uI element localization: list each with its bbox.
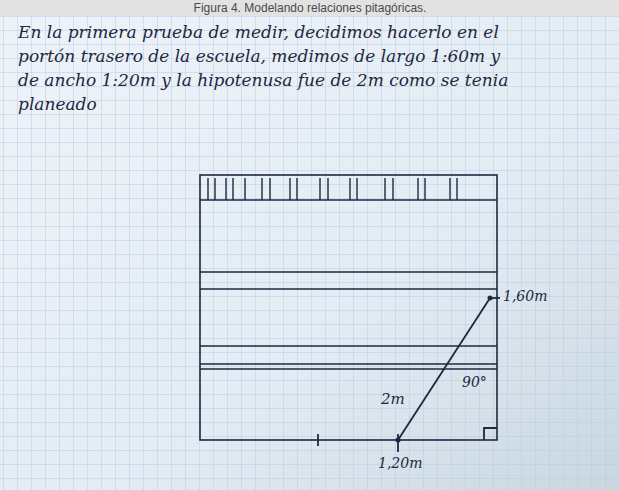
- gate-outline: [200, 175, 497, 440]
- dimension-label: 1,60m: [503, 288, 547, 304]
- vertex-dot: [488, 296, 493, 301]
- handwritten-note: En la primera prueba de medir, decidimos…: [18, 20, 518, 116]
- angle-label: 90°: [462, 374, 487, 390]
- dimension-label: 1,20m: [378, 455, 422, 471]
- triangle-measure: [318, 298, 500, 452]
- vertex-dot: [396, 438, 401, 443]
- gate-bars: [208, 178, 457, 200]
- figure-title: Figura 4. Modelando relaciones pitagóric…: [150, 1, 470, 15]
- dimension-label: 2m: [381, 390, 405, 408]
